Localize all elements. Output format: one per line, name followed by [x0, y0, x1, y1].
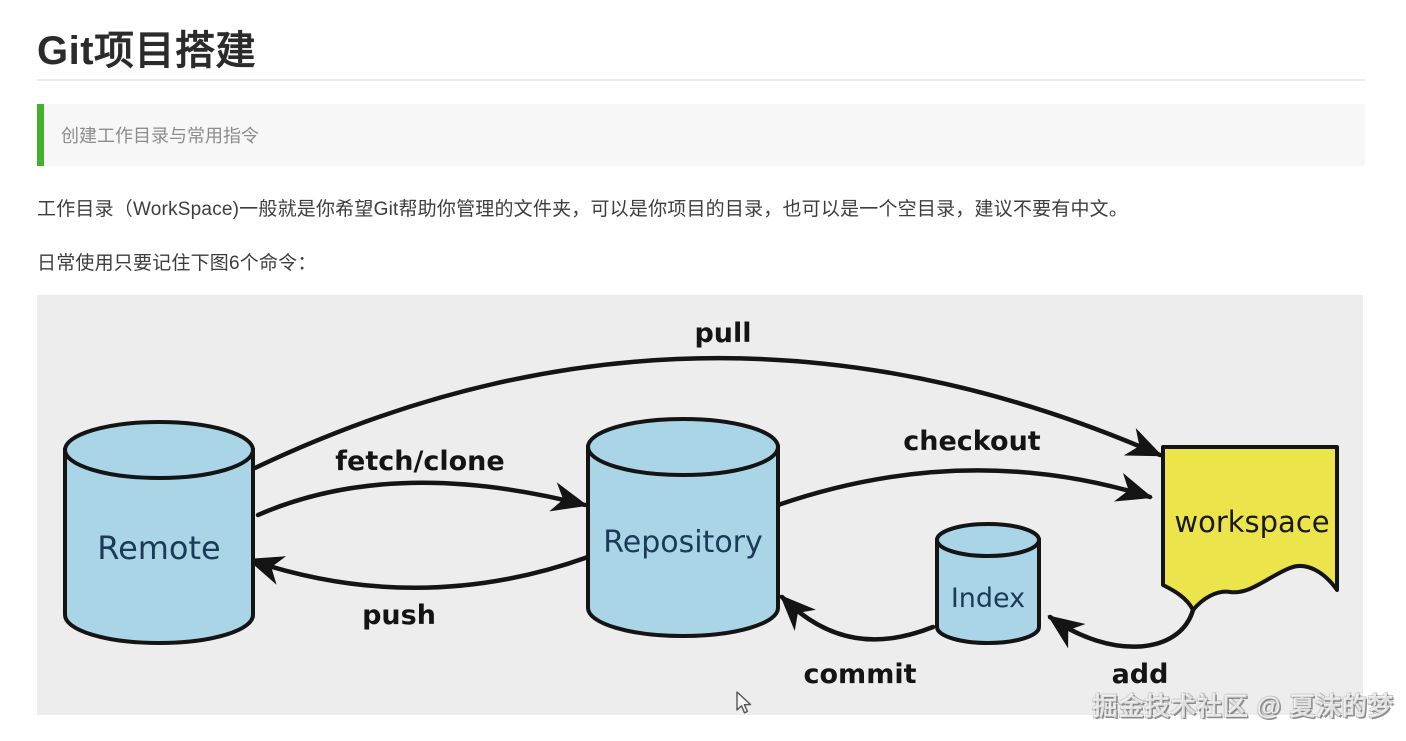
checkout-arrow — [775, 468, 1153, 508]
remote-cylinder-body — [63, 448, 255, 645]
git-flow-diagram: workspace Remote Repository Index p — [37, 295, 1363, 715]
pull-arrow — [252, 355, 1163, 471]
push-arrow — [247, 554, 591, 590]
workspace-label: workspace — [1174, 505, 1329, 539]
repository-label: Repository — [603, 525, 763, 560]
add-arrow — [1047, 607, 1196, 649]
watermark: 掘金技术社区 @ 夏沫的梦 — [1092, 693, 1394, 721]
quote-callout: 创建工作目录与常用指令 — [37, 104, 1365, 166]
index-node: Index — [935, 522, 1041, 645]
remote-label: Remote — [97, 529, 220, 567]
title-divider — [37, 79, 1365, 81]
repository-cylinder-body — [586, 445, 780, 638]
repository-node: Repository — [586, 417, 780, 638]
mouse-cursor — [736, 691, 752, 714]
remote-node: Remote — [63, 420, 255, 645]
page-title: Git项目搭建 — [37, 29, 257, 73]
paragraph-commands-lead: 日常使用只要记住下图6个命令： — [37, 253, 317, 274]
checkout-label: checkout — [903, 426, 1041, 457]
index-cylinder-body — [935, 538, 1041, 645]
workspace-node: workspace — [1161, 445, 1339, 612]
commit-arrow — [779, 594, 936, 642]
fetch-clone-arrow — [255, 480, 588, 518]
remote-cylinder-top — [63, 420, 255, 480]
push-label: push — [362, 600, 436, 631]
workspace-shape — [1161, 445, 1339, 612]
pull-label: pull — [694, 318, 751, 349]
add-label: add — [1112, 659, 1169, 690]
index-label: Index — [951, 583, 1025, 614]
paragraph-workspace-intro: 工作目录（WorkSpace)一般就是你希望Git帮助你管理的文件夹，可以是你项… — [37, 199, 1129, 220]
repository-cylinder-top — [586, 417, 780, 477]
index-cylinder-top — [935, 522, 1041, 558]
git-flow-svg: workspace Remote Repository Index p — [63, 318, 1339, 690]
quote-callout-text: 创建工作目录与常用指令 — [61, 126, 259, 146]
commit-label: commit — [804, 659, 917, 690]
fetch-clone-label: fetch/clone — [335, 446, 504, 477]
